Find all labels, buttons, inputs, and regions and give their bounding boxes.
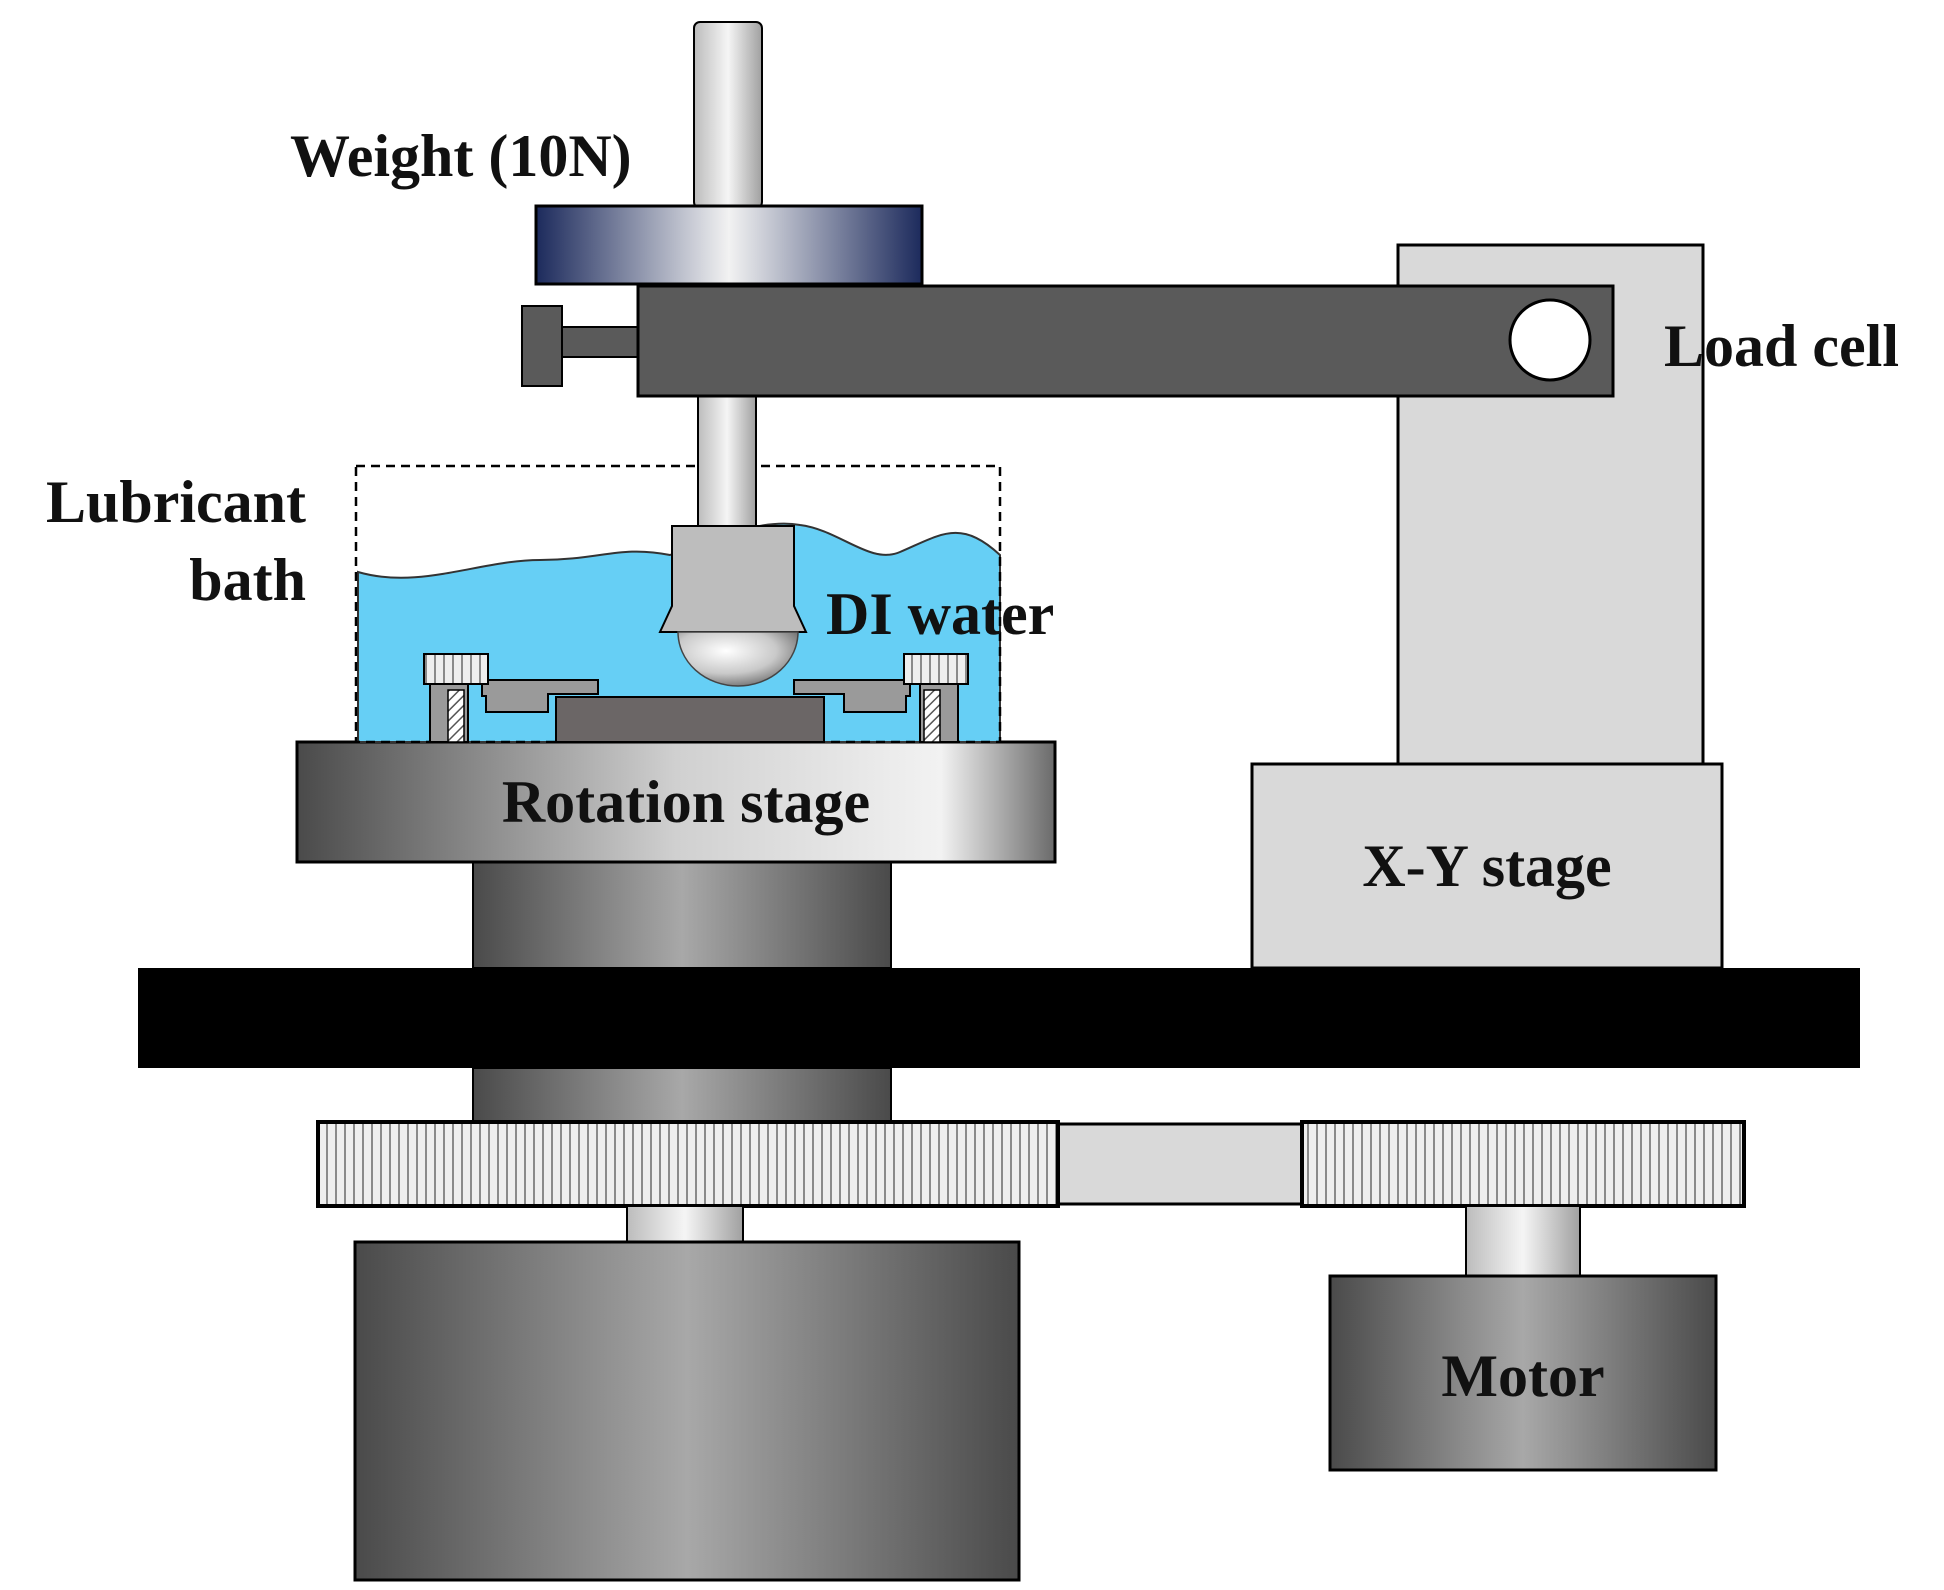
weight-disk <box>534 204 924 286</box>
clamp-knob <box>521 305 563 387</box>
motor <box>1328 1274 1718 1472</box>
main-motor-shaft <box>626 1205 744 1243</box>
large-gear <box>316 1120 1060 1208</box>
lubricant-bath-label-line2: bath <box>189 547 306 613</box>
specimen <box>555 696 825 743</box>
left-screw-thread <box>447 689 465 743</box>
belt <box>1054 1122 1306 1206</box>
xy-stage <box>1250 762 1724 970</box>
weight-rod <box>693 21 763 209</box>
left-clamp <box>481 679 599 713</box>
rotation-shaft-lower <box>472 1067 892 1123</box>
lubricant-bath-label-line1: Lubricant <box>46 469 306 535</box>
motor-label: Motor <box>1441 1343 1604 1409</box>
ball-holder <box>658 525 808 633</box>
di-water-label: DI water <box>826 581 1054 647</box>
right-screw-head <box>903 653 969 685</box>
right-clamp <box>793 679 911 713</box>
lubricant-bath <box>354 464 1002 744</box>
main-motor <box>353 1240 1021 1582</box>
probe-rod <box>697 391 757 529</box>
rotation-stage <box>295 740 1057 864</box>
base-plate <box>138 968 1860 1068</box>
weight-label: Weight (10N) <box>290 123 632 189</box>
rotation-shaft-upper <box>472 857 892 969</box>
rotation-stage-label: Rotation stage <box>502 769 870 835</box>
right-screw-thread <box>923 689 941 743</box>
ball <box>677 631 799 687</box>
pivot-pin <box>1508 298 1592 382</box>
small-gear <box>1300 1120 1746 1208</box>
left-screw-head <box>423 653 489 685</box>
xy-stage-label: X-Y stage <box>1362 833 1611 899</box>
lever-arm <box>636 284 1615 398</box>
motor-shaft <box>1465 1205 1581 1277</box>
clamp-knob-stem <box>559 326 641 358</box>
load-cell-label: Load cell <box>1664 313 1899 379</box>
